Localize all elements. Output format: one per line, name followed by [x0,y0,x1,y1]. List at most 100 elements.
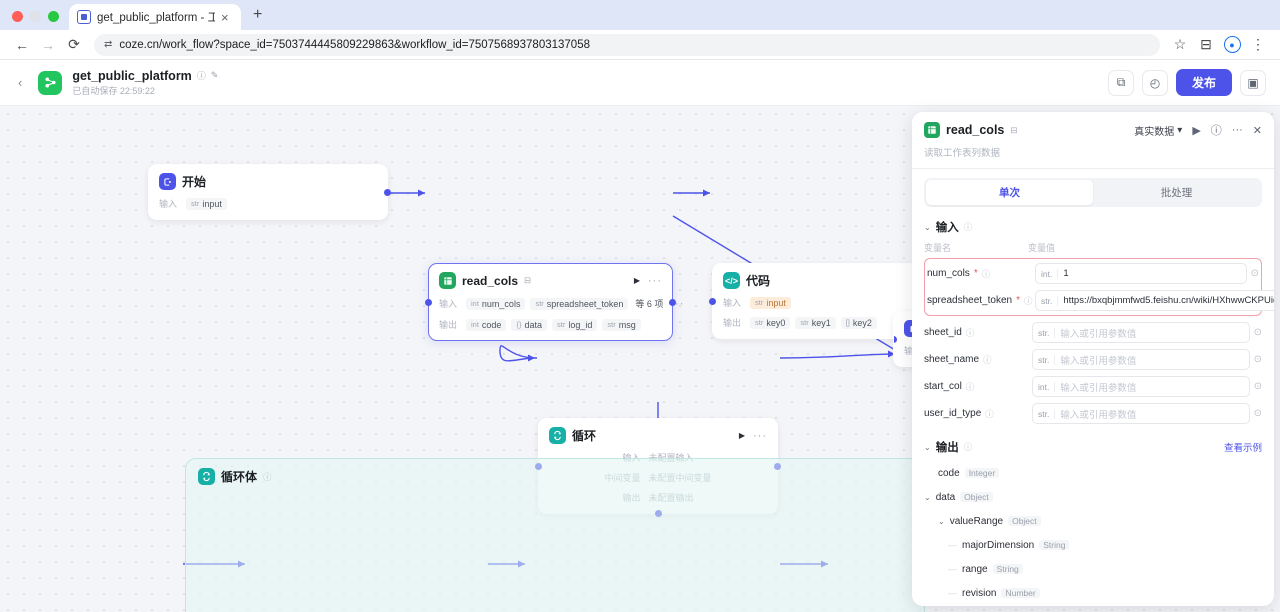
edit-icon[interactable]: ✎ [210,70,219,80]
output-type: String [992,564,1023,574]
param-row-start-col: start_col ⓘ int. 输入或引用参数值 ⊙ [924,373,1262,400]
chevron-down-icon[interactable]: ⌄ [924,442,931,452]
sidebar-toggle-icon[interactable]: ▣ [1240,69,1266,96]
bookmark-star-icon[interactable]: ☆ [1173,36,1187,52]
node-input-label: 输入 [439,299,458,309]
param-input-start-col[interactable]: int. 输入或引用参数值 [1032,376,1250,397]
loop-body-container[interactable]: 循环体 ⓘ [185,458,925,612]
run-node-icon[interactable]: ▶ [1192,124,1201,137]
loop-body-icon [198,468,215,485]
param-row-sheet-id: sheet_id ⓘ str. 输入或引用参数值 ⊙ [924,319,1262,346]
output-type: Integer [964,468,1000,478]
reload-icon[interactable]: ⟳ [68,36,80,52]
param-value: https://bxqbjmmfwd5.feishu.cn/wiki/HXhww… [1063,295,1274,306]
panel-more-icon[interactable]: ··· [1231,124,1243,136]
info-icon[interactable]: ⓘ [983,354,992,365]
back-to-workspace-button[interactable]: ‹ [18,75,23,90]
close-icon[interactable]: ✕ [1252,124,1262,137]
browser-toolbar: ← → ⟳ ⇄ coze.cn/work_flow?space_id=75037… [0,30,1280,60]
node-port-more: 等 6 项 [635,299,664,309]
clear-icon[interactable]: ⊙ [1250,268,1259,279]
info-icon[interactable]: ⓘ [263,471,272,482]
site-settings-icon[interactable]: ⇄ [104,39,112,50]
output-row[interactable]: ⌄ data Object [924,485,1262,509]
new-tab-button[interactable]: + [253,6,263,23]
node-title: 开始 [182,175,207,189]
tab-close-icon[interactable]: × [221,9,229,25]
publish-button[interactable]: 发布 [1175,69,1232,96]
panel-tabs: 单次 批处理 [924,178,1262,207]
node-input-port[interactable] [709,297,716,305]
param-input-spreadsheet-token[interactable]: str. https://bxqbjmmfwd5.feishu.cn/wiki/… [1035,290,1274,311]
param-type: int. [1041,268,1059,279]
input-section-title: 输入 [935,222,959,234]
minimize-window-button[interactable] [30,11,41,22]
maximize-window-button[interactable] [48,11,59,22]
info-icon[interactable]: ⓘ [963,222,973,232]
run-node-icon[interactable]: ▶ [738,431,745,440]
split-view-icon[interactable]: ⊟ [1200,36,1212,52]
node-output-port[interactable] [384,188,391,196]
param-label: spreadsheet_token * ⓘ [927,295,1033,307]
clear-icon[interactable]: ⊙ [1253,408,1262,419]
output-tree: code Integer ⌄ data Object ⌄ valueRange … [924,461,1262,606]
info-icon[interactable]: ⓘ [1023,295,1033,306]
back-icon[interactable]: ← [15,36,29,53]
info-icon[interactable]: ⓘ [196,71,206,81]
view-example-link[interactable]: 查看示例 [1223,443,1262,454]
output-name: range [962,563,988,575]
node-ports-more-icon[interactable]: ··· [670,297,685,310]
help-icon[interactable]: ⓘ [1210,125,1222,137]
chevron-down-icon[interactable]: ⌄ [924,492,931,502]
param-input-user-id-type[interactable]: str. 输入或引用参数值 [1032,403,1250,424]
browser-menu-icon[interactable]: ⋮ [1251,36,1265,52]
history-icon[interactable]: ◴ [1141,69,1168,96]
run-node-icon[interactable]: ▶ [633,276,640,285]
tab-single-run[interactable]: 单次 [926,180,1093,205]
chevron-down-icon: ▾ [1177,124,1183,136]
data-mode-select[interactable]: 真实数据 ▾ [1134,123,1182,138]
node-more-icon[interactable]: ··· [753,429,767,442]
clear-icon[interactable]: ⊙ [1253,354,1262,365]
node-input-label: 输入 [159,199,178,209]
output-name: code [938,467,960,479]
param-row-user-id-type: user_id_type ⓘ str. 输入或引用参数值 ⊙ [924,400,1262,427]
tree-branch-icon: — [948,540,957,550]
divider [912,168,1274,169]
profile-avatar[interactable]: ● [1220,33,1244,57]
param-name: spreadsheet_token [927,295,1013,306]
panel-description: 读取工作表列数据 [924,148,1001,159]
clear-icon[interactable]: ⊙ [1253,327,1262,338]
param-name: user_id_type [924,408,982,419]
node-input-port[interactable] [894,335,897,343]
output-section-header[interactable]: ⌄ 输出 ⓘ 查看示例 [924,439,1262,455]
node-input-port[interactable] [425,298,432,306]
param-input-num-cols[interactable]: int. 1 [1035,263,1247,284]
input-section-header[interactable]: ⌄ 输入 ⓘ [924,219,1262,235]
address-bar[interactable]: ⇄ coze.cn/work_flow?space_id=75037444458… [94,33,1160,56]
chevron-down-icon[interactable]: ⌄ [924,222,931,232]
output-row[interactable]: ⌄ valueRange Object [924,509,1262,533]
node-detail-panel: read_cols ⊟ 真实数据 ▾ ▶ ⓘ ··· ✕ 读取工作表列数据 单次… [912,112,1274,606]
tab-batch[interactable]: 批处理 [1160,187,1193,199]
input-column-headers: 变量名 变量值 [924,241,1262,258]
info-icon[interactable]: ⓘ [981,268,991,279]
node-output-port[interactable] [669,298,676,306]
duplicate-icon[interactable]: ⧉ [1107,69,1134,96]
browser-tab[interactable]: get_public_platform - 工作流 × [69,4,241,30]
forward-icon[interactable]: → [41,36,55,53]
info-icon[interactable]: ⓘ [985,408,994,419]
info-icon[interactable]: ⓘ [963,442,973,452]
param-input-sheet-name[interactable]: str. 输入或引用参数值 [1032,349,1250,370]
param-name: start_col [924,381,962,392]
info-icon[interactable]: ⓘ [965,327,975,338]
node-more-icon[interactable]: ··· [648,274,662,287]
chevron-down-icon[interactable]: ⌄ [938,516,945,526]
info-icon[interactable]: ⓘ [965,381,975,392]
close-window-button[interactable] [12,11,23,22]
param-input-sheet-id[interactable]: str. 输入或引用参数值 [1032,322,1250,343]
clear-icon[interactable]: ⊙ [1253,381,1262,392]
